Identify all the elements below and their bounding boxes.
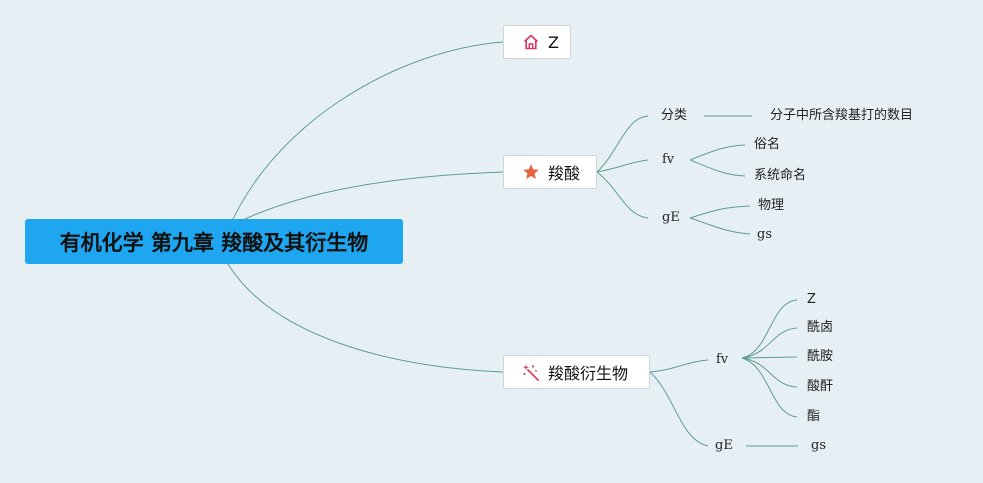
acid-ge-label[interactable]: gE [662, 210, 680, 225]
derivatives-fv-child[interactable]: 酸酐 [807, 379, 834, 394]
derivatives-ge-leaf[interactable]: gs [811, 438, 826, 453]
star-icon [523, 164, 539, 179]
branch-derivatives-label: 羧酸衍生物 [548, 364, 629, 383]
acid-fv-child[interactable]: 系统命名 [754, 168, 807, 183]
branch-derivatives-node[interactable]: 羧酸衍生物 [503, 355, 650, 389]
root-topic-label: 有机化学 第九章 羧酸及其衍生物 [59, 230, 369, 255]
classification-leaf[interactable]: 分子中所含羧基打的数目 [770, 108, 914, 123]
derivatives-fv-child[interactable]: Z [807, 292, 816, 307]
acid-ge-child[interactable]: gs [757, 227, 772, 242]
derivatives-ge-label[interactable]: gE [715, 438, 733, 453]
derivatives-fv-child[interactable]: 酰胺 [807, 349, 834, 364]
root-topic[interactable]: 有机化学 第九章 羧酸及其衍生物 [25, 219, 403, 264]
derivatives-fv-child[interactable]: 酰卤 [807, 320, 834, 335]
classification-label[interactable]: 分类 [661, 108, 688, 123]
branch-carboxylic-acid-label: 羧酸 [548, 164, 581, 183]
acid-fv-label[interactable]: fv [662, 152, 675, 167]
home-icon [523, 34, 539, 50]
derivatives-fv-label[interactable]: fv [716, 352, 729, 367]
branch-z-node[interactable]: Z [503, 25, 571, 59]
branch-carboxylic-acid-node[interactable]: 羧酸 [503, 155, 597, 189]
sparkle-wand-icon [523, 364, 539, 381]
acid-fv-child[interactable]: 俗名 [754, 137, 781, 152]
branch-z-label: Z [548, 32, 559, 52]
acid-ge-child[interactable]: 物理 [758, 198, 785, 213]
derivatives-fv-child[interactable]: 酯 [807, 409, 821, 424]
